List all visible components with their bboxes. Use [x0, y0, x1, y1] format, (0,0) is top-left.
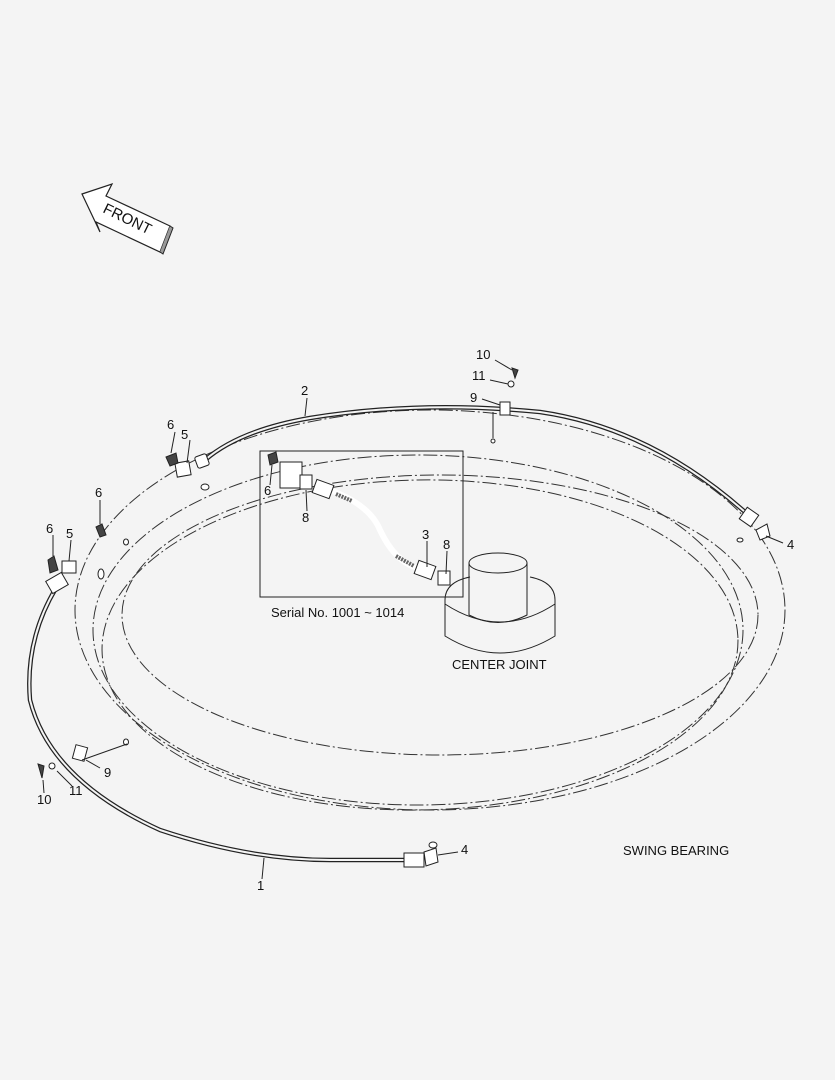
hose-1: [27, 585, 408, 863]
callout-6-top: 6: [167, 417, 174, 432]
center-joint-caption: CENTER JOINT: [452, 657, 547, 672]
callout-6-far-left: 6: [46, 521, 53, 536]
hose-3: [311, 478, 437, 581]
serial-number-caption: Serial No. 1001 ~ 1014: [271, 605, 404, 620]
callout-6-serial: 6: [264, 483, 271, 498]
callout-1: 1: [257, 878, 264, 893]
callout-11-bottom: 11: [69, 783, 83, 798]
callout-10-top: 10: [476, 347, 490, 362]
callout-2: 2: [301, 383, 308, 398]
callout-9-top: 9: [470, 390, 477, 405]
swing-bearing-rings: [74, 409, 786, 811]
swing-bearing-caption: SWING BEARING: [623, 843, 729, 858]
callout-4-right: 4: [787, 537, 794, 552]
callout-11-top: 11: [472, 368, 486, 383]
callout-4-bottom: 4: [461, 842, 468, 857]
callout-9-bottom: 9: [104, 765, 111, 780]
center-joint: [444, 552, 556, 654]
fittings: [37, 367, 771, 868]
callout-5-top: 5: [181, 427, 188, 442]
callout-8-serial-right: 8: [443, 537, 450, 552]
leader-lines: [42, 359, 784, 880]
callouts: 1 2 3 4 4 5 5 6 6 6 6 8 8 9 9 10 10 11 1…: [37, 347, 794, 893]
hose-2: [202, 404, 748, 515]
callout-3: 3: [422, 527, 429, 542]
callout-10-bottom: 10: [37, 792, 51, 807]
callout-6-left: 6: [95, 485, 102, 500]
serial-box: [259, 450, 464, 598]
callout-8-serial-left: 8: [302, 510, 309, 525]
callout-5-left: 5: [66, 526, 73, 541]
front-arrow: FRONT: [81, 182, 174, 255]
